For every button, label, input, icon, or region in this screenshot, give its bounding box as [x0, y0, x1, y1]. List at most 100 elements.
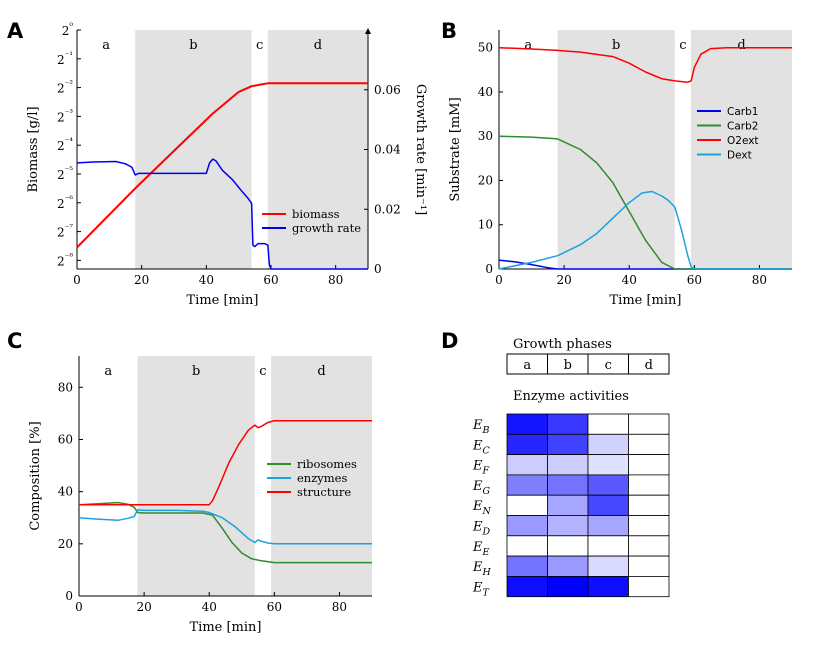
- heatmap-cell: [506, 535, 548, 557]
- phase-header-label: d: [645, 358, 653, 373]
- heatmap-cell: [547, 555, 589, 577]
- heatmap-cell: [587, 454, 629, 476]
- series-line-structure: [79, 419, 372, 506]
- legend-label: Carb2: [727, 121, 758, 133]
- heatmap-cell: [506, 555, 548, 577]
- phase-label-d: d: [317, 364, 325, 379]
- heatmap-cell: [506, 413, 548, 435]
- phase-label-b: b: [612, 38, 620, 53]
- x-tick-label: 40: [202, 600, 217, 614]
- heatmap-cell: [506, 576, 548, 598]
- phase-shade-d: [267, 30, 368, 269]
- phase-label-b: b: [192, 364, 200, 379]
- x-tick-label: 80: [328, 273, 343, 287]
- phase-header-label: b: [564, 358, 572, 373]
- y-tick-label: 40: [478, 85, 493, 99]
- phase-shade-b: [135, 30, 252, 269]
- legend-label: biomass: [292, 207, 340, 221]
- heatmap-row-label: EE: [472, 540, 490, 558]
- heatmap-cell: [628, 515, 670, 537]
- series-line-carb1: [498, 259, 792, 270]
- heatmap-cell: [628, 454, 670, 476]
- y-right-tick-label: 0.04: [374, 143, 401, 157]
- y-tick-label: 2⁻¹: [57, 51, 73, 67]
- phase-label-a: a: [524, 38, 532, 53]
- y-axis-right-label: Growth rate [min⁻¹]: [413, 84, 428, 215]
- heatmap-cell: [587, 535, 629, 557]
- heatmap-cell: [547, 535, 589, 557]
- phase-header-label: a: [523, 358, 531, 373]
- heatmap-cell: [547, 515, 589, 537]
- y-right-tick-label: 0.06: [374, 83, 401, 97]
- x-tick-label: 60: [263, 273, 278, 287]
- y-tick-label: 60: [58, 432, 73, 446]
- heatmap-cell: [628, 433, 670, 455]
- x-axis-label: Time [min]: [190, 620, 262, 635]
- legend-label: O2ext: [727, 135, 759, 147]
- x-tick-label: 80: [332, 600, 347, 614]
- y-tick-label: 40: [58, 485, 73, 499]
- heatmap-cell: [587, 576, 629, 598]
- panel-label-b: B: [441, 19, 457, 43]
- y-tick-label: 2⁻⁶: [57, 195, 73, 211]
- x-tick-label: 40: [622, 273, 637, 287]
- panel-label-a: A: [7, 19, 24, 43]
- phase-shade-d: [271, 356, 372, 596]
- heatmap-cell: [628, 474, 670, 496]
- legend-label: Carb1: [727, 106, 758, 118]
- panel-label-c: C: [7, 329, 22, 353]
- heatmap-cell: [506, 474, 548, 496]
- y-axis-label: Composition [%]: [28, 421, 43, 530]
- heatmap-cell: [547, 454, 589, 476]
- heatmap-cell: [587, 494, 629, 516]
- y-tick-label: 2⁻⁷: [57, 224, 73, 240]
- x-tick-label: 20: [556, 273, 571, 287]
- y-tick-label: 2⁻³: [57, 108, 73, 124]
- phase-header-label: c: [605, 358, 612, 373]
- phase-label-c: c: [259, 364, 266, 379]
- heatmap-cell: [506, 515, 548, 537]
- heatmap-cell: [587, 433, 629, 455]
- heatmap-cell: [547, 576, 589, 598]
- y-axis-label: Biomass [g/l]: [26, 106, 41, 192]
- series-line-dext: [498, 190, 792, 270]
- phase-label-a: a: [102, 38, 110, 53]
- x-tick-label: 20: [136, 600, 151, 614]
- y-tick-label: 2⁻²: [57, 80, 73, 96]
- y-tick-label: 10: [478, 218, 493, 232]
- heatmap-row-label: EB: [472, 418, 490, 436]
- heatmap-cell: [587, 555, 629, 577]
- legend-label: growth rate: [292, 221, 361, 235]
- heatmap-cell: [628, 413, 670, 435]
- legend-label: Dext: [727, 150, 752, 162]
- phase-label-c: c: [679, 38, 686, 53]
- y-tick-label: 20: [478, 173, 493, 187]
- phase-header-cell: [628, 353, 670, 375]
- heatmap-row-label: ED: [472, 520, 491, 538]
- y-tick-label: 80: [58, 380, 73, 394]
- heatmap-cell: [587, 413, 629, 435]
- y-tick-label: 2⁻⁵: [57, 166, 73, 182]
- heatmap-cell: [506, 433, 548, 455]
- heatmap-cell: [628, 576, 670, 598]
- phase-label-b: b: [189, 38, 197, 53]
- phase-label-d: d: [314, 38, 322, 53]
- x-tick-label: 0: [73, 273, 81, 287]
- heatmap-cell: [628, 555, 670, 577]
- x-axis-label: Time [min]: [610, 293, 682, 308]
- x-tick-label: 80: [752, 273, 767, 287]
- heatmap-row-label: EF: [472, 459, 490, 477]
- y-tick-label: 2⁻⁸: [57, 252, 73, 268]
- x-tick-label: 60: [687, 273, 702, 287]
- legend-label: ribosomes: [297, 457, 357, 471]
- heatmap-subtitle: Enzyme activities: [513, 389, 629, 404]
- heatmap-row-label: EN: [472, 499, 492, 517]
- y-tick-label: 0: [485, 262, 493, 276]
- y-tick-label: 2⁻⁴: [57, 137, 73, 153]
